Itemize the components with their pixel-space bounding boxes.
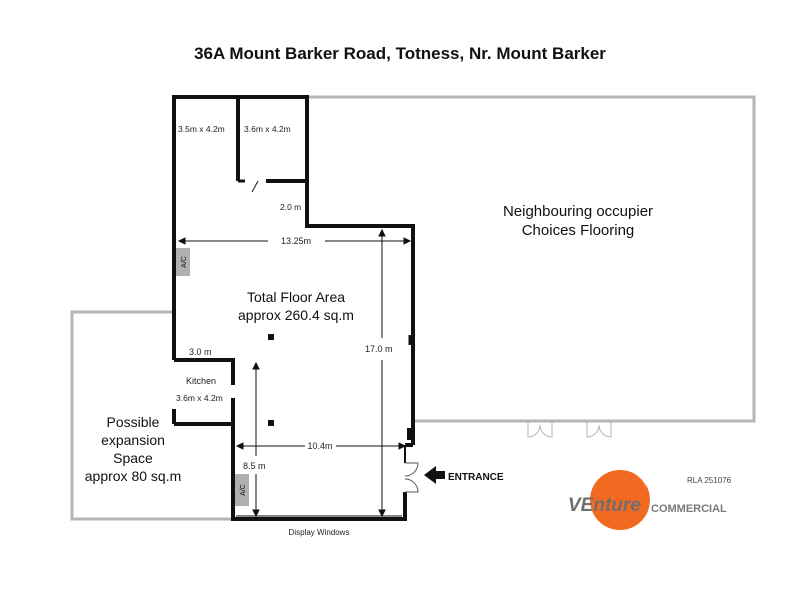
expansion-outline [70,310,233,521]
ac-unit-bottom: A/C [235,474,249,506]
ac-bottom-label: A/C [240,484,247,496]
neighbour-doors [527,421,612,438]
dimension-10-4 [235,442,407,450]
logo-brand: VEnture [568,495,641,516]
venture-commercial-logo: VEnture COMMERCIAL [568,466,727,530]
expansion-line-4: approx 80 sq.m [85,468,182,484]
reference-label: RLA 251076 [687,476,732,485]
main-walls [172,95,415,445]
entrance-arrow [424,466,445,484]
dim-2m-label: 2.0 m [280,202,301,212]
floor-area-title: Total Floor Area [247,289,345,305]
expansion-line-3: Space [113,450,153,466]
expansion-line-1: Possible [107,414,160,430]
dimension-17 [378,228,386,518]
dim-8-5-label: 8.5 m [243,461,266,471]
logo-commercial: COMMERCIAL [651,503,727,515]
dimension-8-5 [252,361,260,518]
floor-area-value: approx 260.4 sq.m [238,307,354,323]
dim-10-4-label: 10.4m [307,441,332,451]
page-title: 36A Mount Barker Road, Totness, Nr. Moun… [194,44,606,63]
ac-unit-top: A/C [176,248,190,276]
room2-label: 3.6m x 4.2m [244,124,291,134]
entrance-door [404,462,419,493]
dimension-13-25 [177,237,412,245]
dim-3m-label: 3.0 m [189,347,212,357]
expansion-line-2: expansion [101,432,165,448]
front-wall [174,422,407,521]
column-1 [268,334,274,340]
column-2 [268,420,274,426]
dim-17-label: 17.0 m [365,344,393,354]
kitchen-label: Kitchen [186,376,216,386]
neighbour-line-2: Choices Flooring [522,222,635,239]
kitchen-dims-label: 3.6m x 4.2m [176,393,223,403]
entrance-label: ENTRANCE [448,472,504,483]
neighbour-line-1: Neighbouring occupier [503,203,653,220]
display-windows-label: Display Windows [289,528,350,537]
kitchen-walls [174,358,235,385]
neighbour-outline [307,95,756,423]
room1-label: 3.5m x 4.2m [178,124,225,134]
ac-top-label: A/C [181,256,188,268]
dim-13-25-label: 13.25m [281,236,311,246]
